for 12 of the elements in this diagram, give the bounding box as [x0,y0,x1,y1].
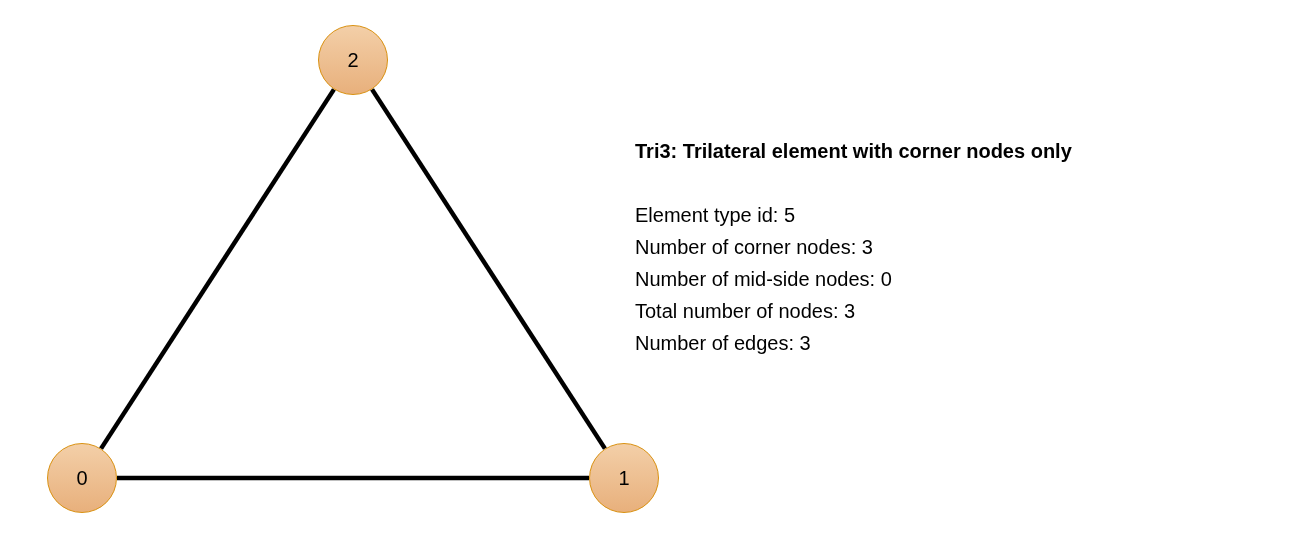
element-edge-line [117,475,589,481]
property-text: Number of corner nodes: 3 [635,236,873,259]
node-number: 0 [76,466,88,490]
property-text: Number of mid-side nodes: 0 [635,268,892,291]
title: Tri3: Trilateral element with corner nodes only [635,140,1072,163]
element-edge-line [370,88,607,450]
property-text: Number of edges: 3 [635,332,811,355]
property-text: Total number of nodes: 3 [635,300,856,323]
element-edge-line [99,88,336,450]
node-number: 2 [347,48,359,72]
property-text: Element type id: 5 [635,204,796,227]
node-number: 1 [618,466,630,490]
